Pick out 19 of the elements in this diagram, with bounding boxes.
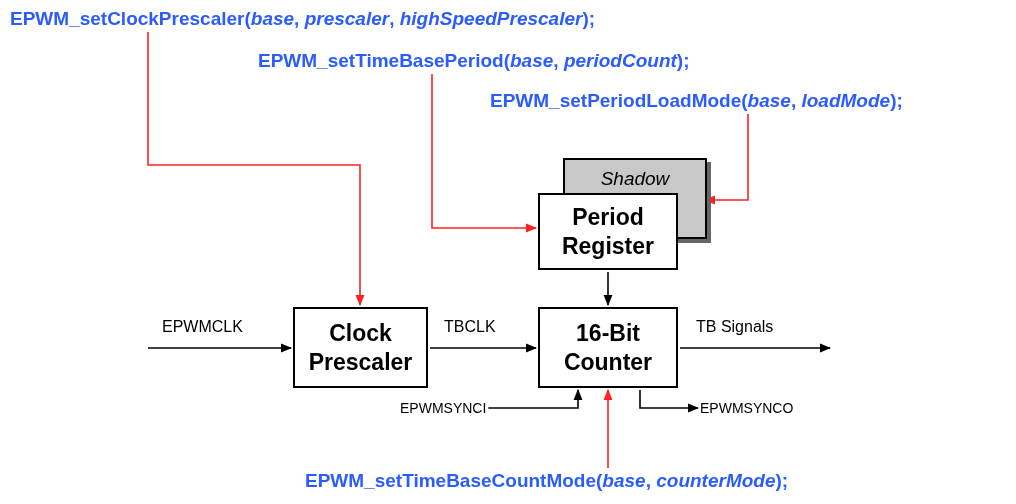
counter-box: 16-Bit Counter (538, 307, 678, 388)
function-call: EPWM_setTimeBaseCountMode(base, counterMode); (305, 470, 789, 492)
function-call: EPWM_setClockPrescaler(base, prescaler, highSpeedPrescaler); (10, 8, 596, 30)
shadow-register-label: Shadow (567, 162, 703, 193)
arrow (603, 388, 613, 469)
arrow (639, 389, 700, 413)
signal-name: EPWMSYNCO (700, 400, 794, 416)
arrow (147, 343, 293, 353)
arrow (431, 73, 538, 233)
edge-label: TB Signals (694, 318, 776, 336)
function-call: EPWM_setPeriodLoadMode(base, loadMode); (490, 90, 903, 112)
signal-name: EPWMSYNCI (400, 400, 487, 416)
arrow (147, 31, 365, 307)
prescaler-box: Clock Prescaler (293, 307, 428, 388)
arrow (603, 271, 613, 307)
arrow (429, 343, 538, 353)
arrow (679, 343, 832, 353)
function-call: EPWM_setTimeBasePeriod(base, periodCount); (258, 50, 690, 72)
arrow (487, 388, 583, 409)
